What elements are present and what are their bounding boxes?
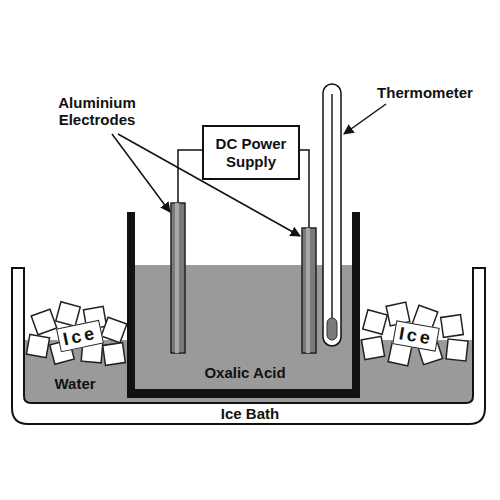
- node-text: DC Power Supply: [206, 135, 296, 171]
- aluminium-electrode: [302, 228, 316, 353]
- label-text: Aluminium Electrodes: [58, 94, 136, 128]
- thermometer: [323, 84, 341, 346]
- label-text: Ice Bath: [221, 405, 279, 422]
- power-supply-box: DC Power Supply: [202, 125, 300, 180]
- ice-text: Ice: [398, 323, 435, 349]
- label-box: Aluminium Electrodes: [38, 94, 156, 128]
- ice-cubes: [26, 302, 126, 366]
- wire: [300, 150, 309, 228]
- aluminium-electrode: [171, 203, 185, 353]
- ice-text: Ice: [61, 323, 98, 350]
- label-box: Thermometer: [377, 84, 473, 101]
- label-box: Water: [54, 375, 95, 392]
- label-text: Oxalic Acid: [204, 364, 285, 381]
- leader-arrow: [344, 104, 386, 134]
- oxalic-acid-fill: [135, 265, 352, 389]
- label-text: Thermometer: [377, 84, 473, 101]
- label-text: Water: [54, 375, 95, 392]
- label-box: Ice Bath: [221, 405, 279, 422]
- wire: [178, 150, 202, 203]
- leader-arrow: [112, 134, 170, 212]
- ice-cubes: [361, 302, 468, 366]
- label-box: Oxalic Acid: [204, 364, 285, 381]
